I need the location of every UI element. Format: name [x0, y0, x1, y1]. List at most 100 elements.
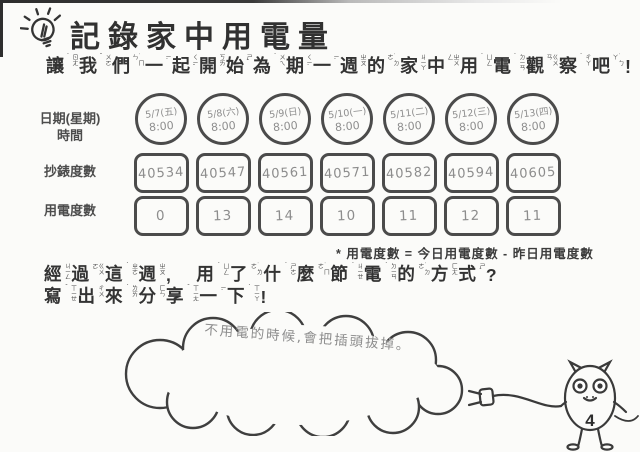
usage-cell: 13	[195, 196, 251, 236]
usage-formula-footnote: * 用電度數 = 今日用電度數 - 昨日用電度數	[336, 247, 594, 261]
subtitle-char: 始ㄕˇ	[226, 54, 251, 76]
row-label-date-time: 日期(星期) 時間	[18, 111, 122, 145]
handwritten-date: 5/11(二)	[389, 105, 429, 122]
zhuyin-annotation: ˙ㄇㄣ	[131, 54, 143, 66]
row-label-meter-reading: 抄錶度數	[43, 164, 96, 179]
zhuyin-annotation: ㄔㄚˊ	[578, 54, 590, 66]
meter-reading-cell: 40534	[133, 153, 189, 193]
handwritten-time: 8:00	[520, 118, 546, 135]
zhuyin-annotation: ㄓㄡ	[359, 54, 365, 66]
scan-border-left	[0, 0, 3, 57]
zhuyin-annotation: ˙ㄌㄜ	[249, 263, 262, 275]
date-circle: 5/8(六) 8:00	[197, 93, 249, 145]
meter-reading-cell: 40605	[505, 153, 561, 193]
subtitle-char: 們˙ㄇㄣ	[112, 54, 143, 76]
date-circle: 5/13(四) 8:00	[507, 93, 559, 145]
record-table: 5/7(五) 8:00 40534 0 5/8(六) 8:00 40547	[130, 93, 564, 236]
meter-reading-cell: 40594	[443, 153, 499, 193]
day-column: 5/13(四) 8:00 40605 11	[502, 93, 564, 236]
question-char: 麼˙ㄇㄜ	[296, 263, 329, 284]
question-char: 式ㄕˋ	[458, 263, 484, 284]
subtitle-char: 察ㄔㄚˊ	[559, 54, 590, 76]
page-number: 4	[585, 411, 595, 430]
question-char: 節ㄐㄧㄝˊ	[330, 263, 362, 284]
zhuyin-annotation: ㄓㄜˋ	[124, 263, 137, 275]
handwritten-time: 8:00	[334, 118, 360, 135]
subtitle-char: 週ㄓㄡ	[340, 54, 365, 76]
zhuyin-annotation: ㄍㄨㄛˋ	[91, 263, 103, 275]
subtitle-char: 家ㄐㄧㄚ	[400, 54, 425, 76]
subtitle-char: 一ㄧˋ	[145, 54, 170, 76]
zhuyin-annotation: ㄩㄥˋ	[479, 54, 491, 66]
date-circle: 5/12(三) 8:00	[445, 93, 497, 145]
zhuyin-annotation: ㄩㄥˋ	[215, 263, 228, 275]
handwritten-usage: 11	[523, 207, 543, 225]
handwritten-meter-reading: 40571	[323, 164, 371, 182]
handwritten-time: 8:00	[458, 118, 484, 135]
date-circle: 5/7(五) 8:00	[135, 93, 187, 145]
day-column: 5/11(二) 8:00 40582 11	[378, 93, 440, 236]
question-char: 寫ㄒㄧㄝˇ	[44, 285, 76, 306]
question-char: ,	[166, 265, 172, 285]
zhuyin-annotation: ㄒㄧㄤˇ	[185, 285, 198, 302]
row-label-usage: 用電度數	[43, 203, 96, 218]
subtitle: 讓ㄖㄤˋ 我ㄨㄛˇ 們˙ㄇㄣ 一ㄧˋ 起ㄑㄧˇ 開ㄎㄞ 始ㄕˇ 為ㄨㄟˊ 期ㄑㄧ…	[46, 52, 634, 78]
day-column: 5/10(一) 8:00 40571 10	[316, 93, 378, 236]
question-char: 一ㄧˊ	[199, 285, 226, 306]
question-char: 的˙ㄉㄜ	[397, 263, 429, 284]
usage-cell: 10	[319, 196, 375, 236]
handwritten-usage: 12	[461, 207, 481, 225]
day-column: 5/7(五) 8:00 40534 0	[130, 93, 192, 236]
meter-reading-cell: 40547	[195, 153, 251, 193]
zhuyin-annotation: ㄌㄞˊ	[124, 285, 137, 297]
subtitle-char: 讓ㄖㄤˋ	[46, 54, 77, 76]
handwritten-meter-reading: 40582	[385, 164, 433, 182]
question-char: 享ㄒㄧㄤˇ	[166, 285, 198, 306]
zhuyin-annotation: ㄑㄧˊ	[305, 54, 311, 71]
lightbulb-icon	[19, 6, 68, 63]
page-title: 記錄家中用電量	[70, 21, 336, 54]
question-char: 過ㄍㄨㄛˋ	[71, 263, 104, 284]
handwritten-usage: 10	[337, 207, 357, 225]
zhuyin-annotation: ˙ㄉㄜ	[416, 263, 429, 275]
question-char: 什ㄕㄜˊ	[263, 263, 295, 284]
handwritten-date: 5/10(一)	[327, 105, 367, 122]
row-label-time: 時間	[56, 127, 83, 143]
usage-cell: 0	[133, 196, 189, 236]
question-char: 出ㄔㄨ	[77, 285, 104, 306]
date-circle: 5/10(一) 8:00	[321, 93, 373, 145]
zhuyin-annotation: ㄨㄟˊ	[272, 54, 284, 66]
meter-reading-cell: 40561	[257, 153, 313, 193]
zhuyin-annotation: ㄧˋ	[164, 54, 170, 65]
answer-cloud	[108, 308, 470, 441]
handwritten-usage: 13	[213, 207, 233, 225]
zhuyin-annotation: ㄧˊ	[219, 285, 225, 296]
zhuyin-annotation: ㄉㄧㄢˋ	[512, 54, 524, 71]
zhuyin-annotation: ㄈㄤ	[450, 263, 457, 275]
usage-cell: 11	[381, 196, 437, 236]
zhuyin-annotation: ㄕㄜˊ	[282, 263, 295, 275]
zhuyin-annotation: ㄐㄧㄚ	[419, 54, 425, 71]
question-char: 下ㄒㄧㄚˋ	[227, 285, 259, 306]
question-char: 分ㄈㄣ	[138, 285, 165, 306]
question-char: !	[260, 287, 268, 307]
handwritten-date: 5/13(四)	[513, 105, 553, 122]
handwritten-meter-reading: 40594	[447, 164, 495, 182]
subtitle-char: 開ㄎㄞ	[199, 54, 224, 76]
subtitle-char: !	[625, 57, 631, 77]
scan-border-top	[0, 0, 562, 3]
zhuyin-annotation: ㄔㄨ	[97, 285, 103, 297]
plug-monster-mascot: 4	[452, 352, 640, 452]
zhuyin-annotation: ㄖㄤˋ	[65, 54, 77, 66]
zhuyin-annotation: ㄍㄨㄢ	[545, 54, 557, 66]
question-line-2: 寫ㄒㄧㄝˇ 出ㄔㄨ 來ㄌㄞˊ 分ㄈㄣ 享ㄒㄧㄤˇ 一ㄧˊ 下ㄒㄧㄚˋ !	[44, 283, 270, 308]
date-circle: 5/11(二) 8:00	[383, 93, 435, 145]
day-column: 5/8(六) 8:00 40547 13	[192, 93, 254, 236]
zhuyin-annotation: ㄈㄣ	[158, 285, 164, 297]
zhuyin-annotation: ㄒㄧㄝˇ	[63, 285, 76, 302]
zhuyin-annotation: ㄒㄧㄚˋ	[246, 285, 259, 302]
day-column: 5/12(三) 8:00 40594 12	[440, 93, 502, 236]
plug-icon	[467, 387, 495, 407]
zhuyin-annotation: ㄕˋ	[477, 263, 484, 275]
